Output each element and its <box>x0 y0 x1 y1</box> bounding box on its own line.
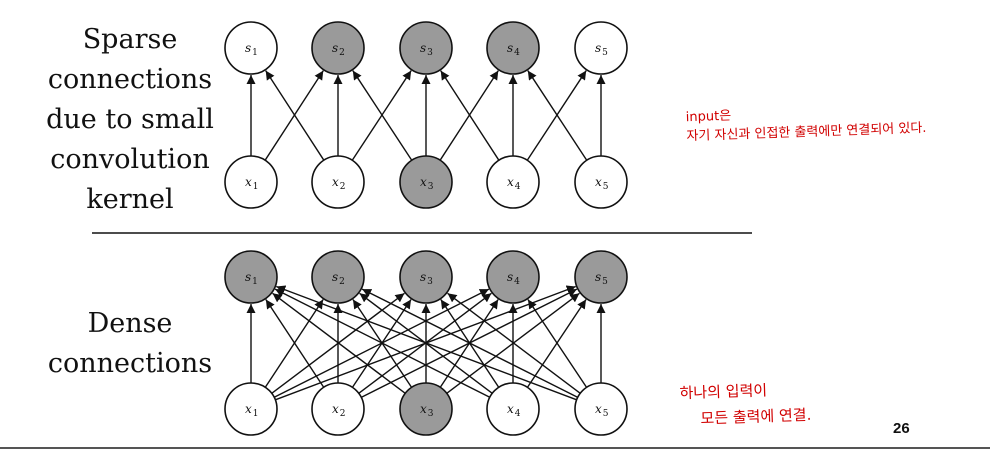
dense-input-node-x4 <box>486 382 540 436</box>
sparse-input-node-x3 <box>399 155 453 209</box>
dense-edge-x4-s1 <box>274 288 491 398</box>
dense-input-node-x5 <box>574 382 628 436</box>
dense-caption-line: Dense <box>87 308 173 339</box>
sparse-caption-line: kernel <box>86 184 174 215</box>
sparse-edge-x5-s4 <box>527 70 588 161</box>
dense-caption: Dense connections <box>40 304 220 384</box>
sparse-output-node-s3 <box>399 21 453 75</box>
dense-output-node-s4 <box>486 250 540 304</box>
dense-edge-x5-s3 <box>447 292 581 394</box>
page-number: 26 <box>893 420 910 437</box>
sparse-edge-x4-s3 <box>440 70 500 161</box>
sparse-caption-line: convolution <box>50 144 210 175</box>
sparse-edge-x2-s1 <box>265 70 325 161</box>
sparse-input-node-x1 <box>224 155 278 209</box>
dense-edge-x5-s4 <box>527 299 588 388</box>
dense-edge-x5-s1 <box>276 285 577 401</box>
dense-edge-x2-s1 <box>265 299 325 388</box>
dense-output-node-s5 <box>574 250 628 304</box>
handwritten-note-bottom: 하나의 입력이 모든 출력에 연결. <box>679 376 812 433</box>
dense-input-node-x2 <box>311 382 365 436</box>
sparse-edge-x3-s2 <box>352 70 413 161</box>
sparse-input-node-x5 <box>574 155 628 209</box>
sparse-caption-line: Sparse <box>82 24 178 55</box>
sparse-input-node-x2 <box>311 155 365 209</box>
footer-rule <box>0 447 990 449</box>
dense-edge-x5-s2 <box>361 288 579 398</box>
sparse-output-node-s2 <box>311 21 365 75</box>
sparse-caption: Sparse connections due to small convolut… <box>40 20 220 220</box>
sparse-output-node-s4 <box>486 21 540 75</box>
dense-output-node-s1 <box>224 250 278 304</box>
sparse-output-node-s1 <box>224 21 278 75</box>
dense-input-node-x3 <box>399 382 453 436</box>
handwritten-note-line: 모든 출력에 연결. <box>700 405 812 428</box>
dense-output-node-s3 <box>399 250 453 304</box>
dense-input-node-x1 <box>224 382 278 436</box>
sparse-input-node-x4 <box>486 155 540 209</box>
dense-caption-line: connections <box>47 348 213 379</box>
dense-output-node-s2 <box>311 250 365 304</box>
sparse-caption-line: connections <box>47 64 213 95</box>
sparse-output-node-s5 <box>574 21 628 75</box>
dense-edge-x3-s1 <box>272 292 406 394</box>
sparse-caption-line: due to small <box>46 104 214 135</box>
